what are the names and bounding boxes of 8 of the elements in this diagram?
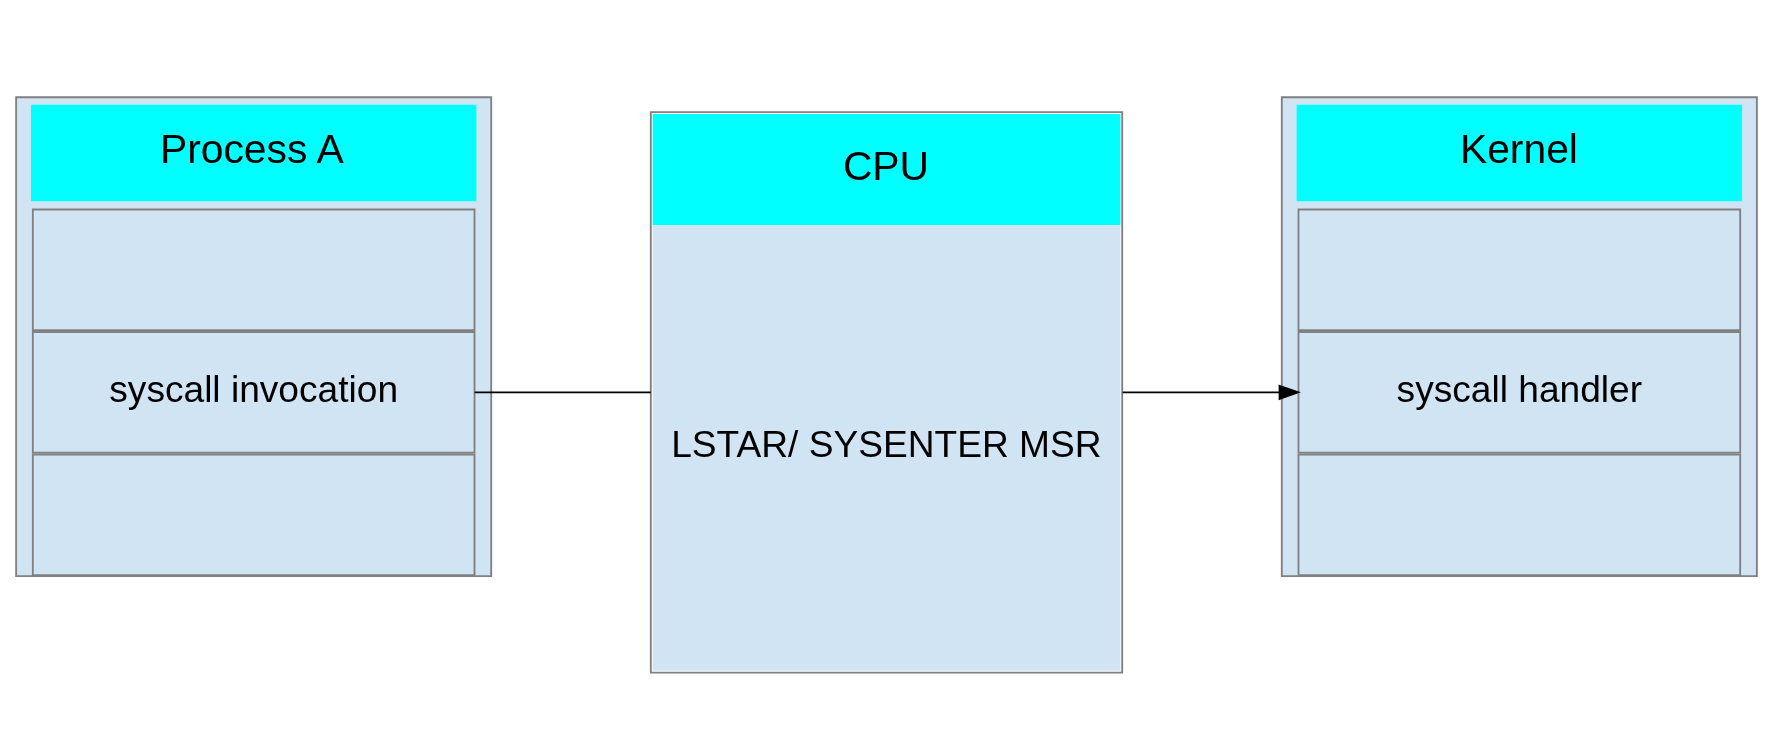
node-box <box>31 208 476 332</box>
connector <box>473 391 652 394</box>
node-box: syscall handler <box>1297 331 1742 454</box>
node-box <box>1297 453 1742 577</box>
node-box <box>31 453 476 577</box>
node-box: syscall invocation <box>31 331 476 454</box>
node-box <box>1297 208 1742 332</box>
arrow <box>1121 384 1301 401</box>
